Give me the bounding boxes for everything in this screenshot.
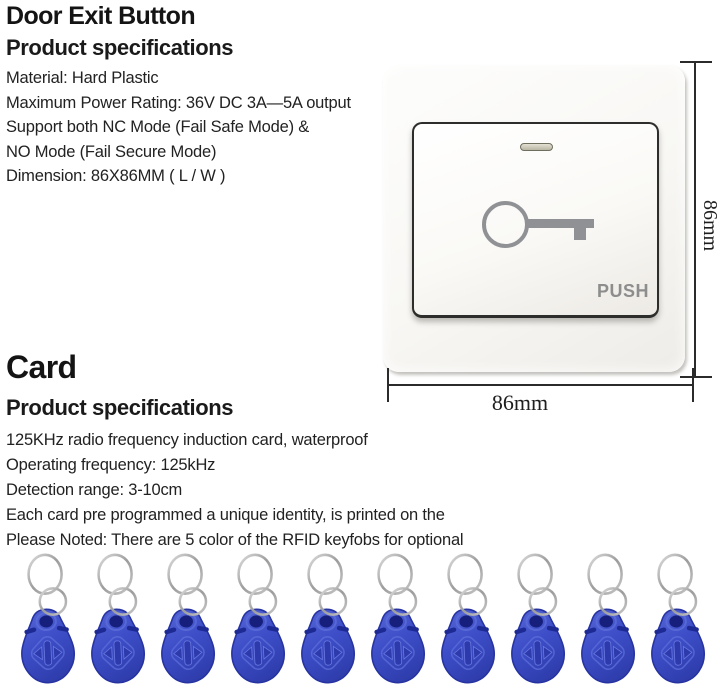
height-dimension-cap-bottom [680,376,712,378]
width-dimension-label: 86mm [491,390,549,415]
card-title: Card [6,349,77,385]
keyring-icon [167,553,203,595]
keyring-icon [307,553,343,595]
rfid-keyfob [91,553,145,684]
width-dimension-tick-left [387,368,389,402]
card-spec-list: 125KHz radio frequency induction card, w… [6,428,476,553]
spec-line-frequency-card: 125KHz radio frequency induction card, w… [6,431,368,449]
keyring-icon [97,553,133,595]
keyring-small-icon [108,587,138,616]
exit-button-subtitle: Product specifications [6,35,234,60]
keyring-icon [587,553,623,595]
keyfob-body [91,608,145,684]
exit-button-title: Door Exit Button [6,2,196,30]
card-subtitle: Product specifications [6,395,234,420]
exit-button-section: Door Exit Button Product specifications … [6,1,476,189]
keyring-icon [517,553,553,595]
rfid-keyfob [511,553,565,684]
exit-button-spec-list: Material: Hard Plastic Maximum Power Rat… [6,66,476,189]
keyfob-body [231,608,285,684]
keyfob-row [0,548,720,691]
spec-line-mode-2: NO Mode (Fail Secure Mode) [6,142,217,161]
rfid-keyfob [441,553,495,684]
keyring-small-icon [598,587,628,616]
height-dimension-cap-top [680,61,712,63]
keyring-icon [27,553,63,595]
rfid-keyfob [651,553,705,684]
spec-line-identity: Each card pre programmed a unique identi… [6,506,445,524]
rfid-keyfob [21,553,75,684]
keyring-small-icon [248,587,278,616]
spec-line-material: Material: Hard Plastic [6,69,159,87]
keyring-icon [657,553,693,595]
keyring-small-icon [38,587,68,616]
rfid-keyfob [581,553,635,684]
keyring-icon [377,553,413,595]
rfid-keyfob [301,553,355,684]
key-icon-ring [482,201,529,248]
spec-line-power: Maximum Power Rating: 36V DC 3A—5A outpu… [6,93,351,112]
spec-line-color-note: Please Noted: There are 5 color of the R… [6,531,464,549]
keyring-icon [447,553,483,595]
rfid-keyfob [231,553,285,684]
keyfob-body [511,608,565,684]
key-icon [414,124,657,315]
key-icon-tooth [574,227,586,240]
led-indicator [520,143,553,151]
keyring-icon [237,553,273,595]
width-dimension-line [387,384,694,386]
exit-button-plate: PUSH [383,65,685,372]
push-label: PUSH [596,281,649,301]
spec-line-operating-frequency: Operating frequency: 125kHz [6,456,216,474]
height-dimension-label: 86mm [699,200,720,252]
key-icon-shaft [525,219,594,228]
keyring-small-icon [458,587,488,616]
keyring-small-icon [318,587,348,616]
keyfob-body [441,608,495,684]
keyring-small-icon [528,587,558,616]
keyring-small-icon [668,587,698,616]
keyring-small-icon [178,587,208,616]
keyfob-body [161,608,215,684]
rfid-keyfob [371,553,425,684]
height-dimension-line [694,61,696,378]
keyfob-body [581,608,635,684]
keyfob-body [651,608,705,684]
spec-line-detection-range: Detection range: 3-10cm [6,481,183,499]
keyring-small-icon [388,587,418,616]
rfid-keyfob [161,553,215,684]
keyfob-body [301,608,355,684]
card-section: Card Product specifications 125KHz radio… [6,348,476,553]
spec-line-dimension: Dimension: 86X86MM ( L / W ) [6,167,226,185]
exit-button-face: PUSH [412,122,659,318]
spec-line-mode-1: Support both NC Mode (Fail Safe Mode) & [6,118,310,136]
keyfob-body [21,608,75,684]
width-dimension-tick-right [692,368,694,402]
keyfob-body [371,608,425,684]
